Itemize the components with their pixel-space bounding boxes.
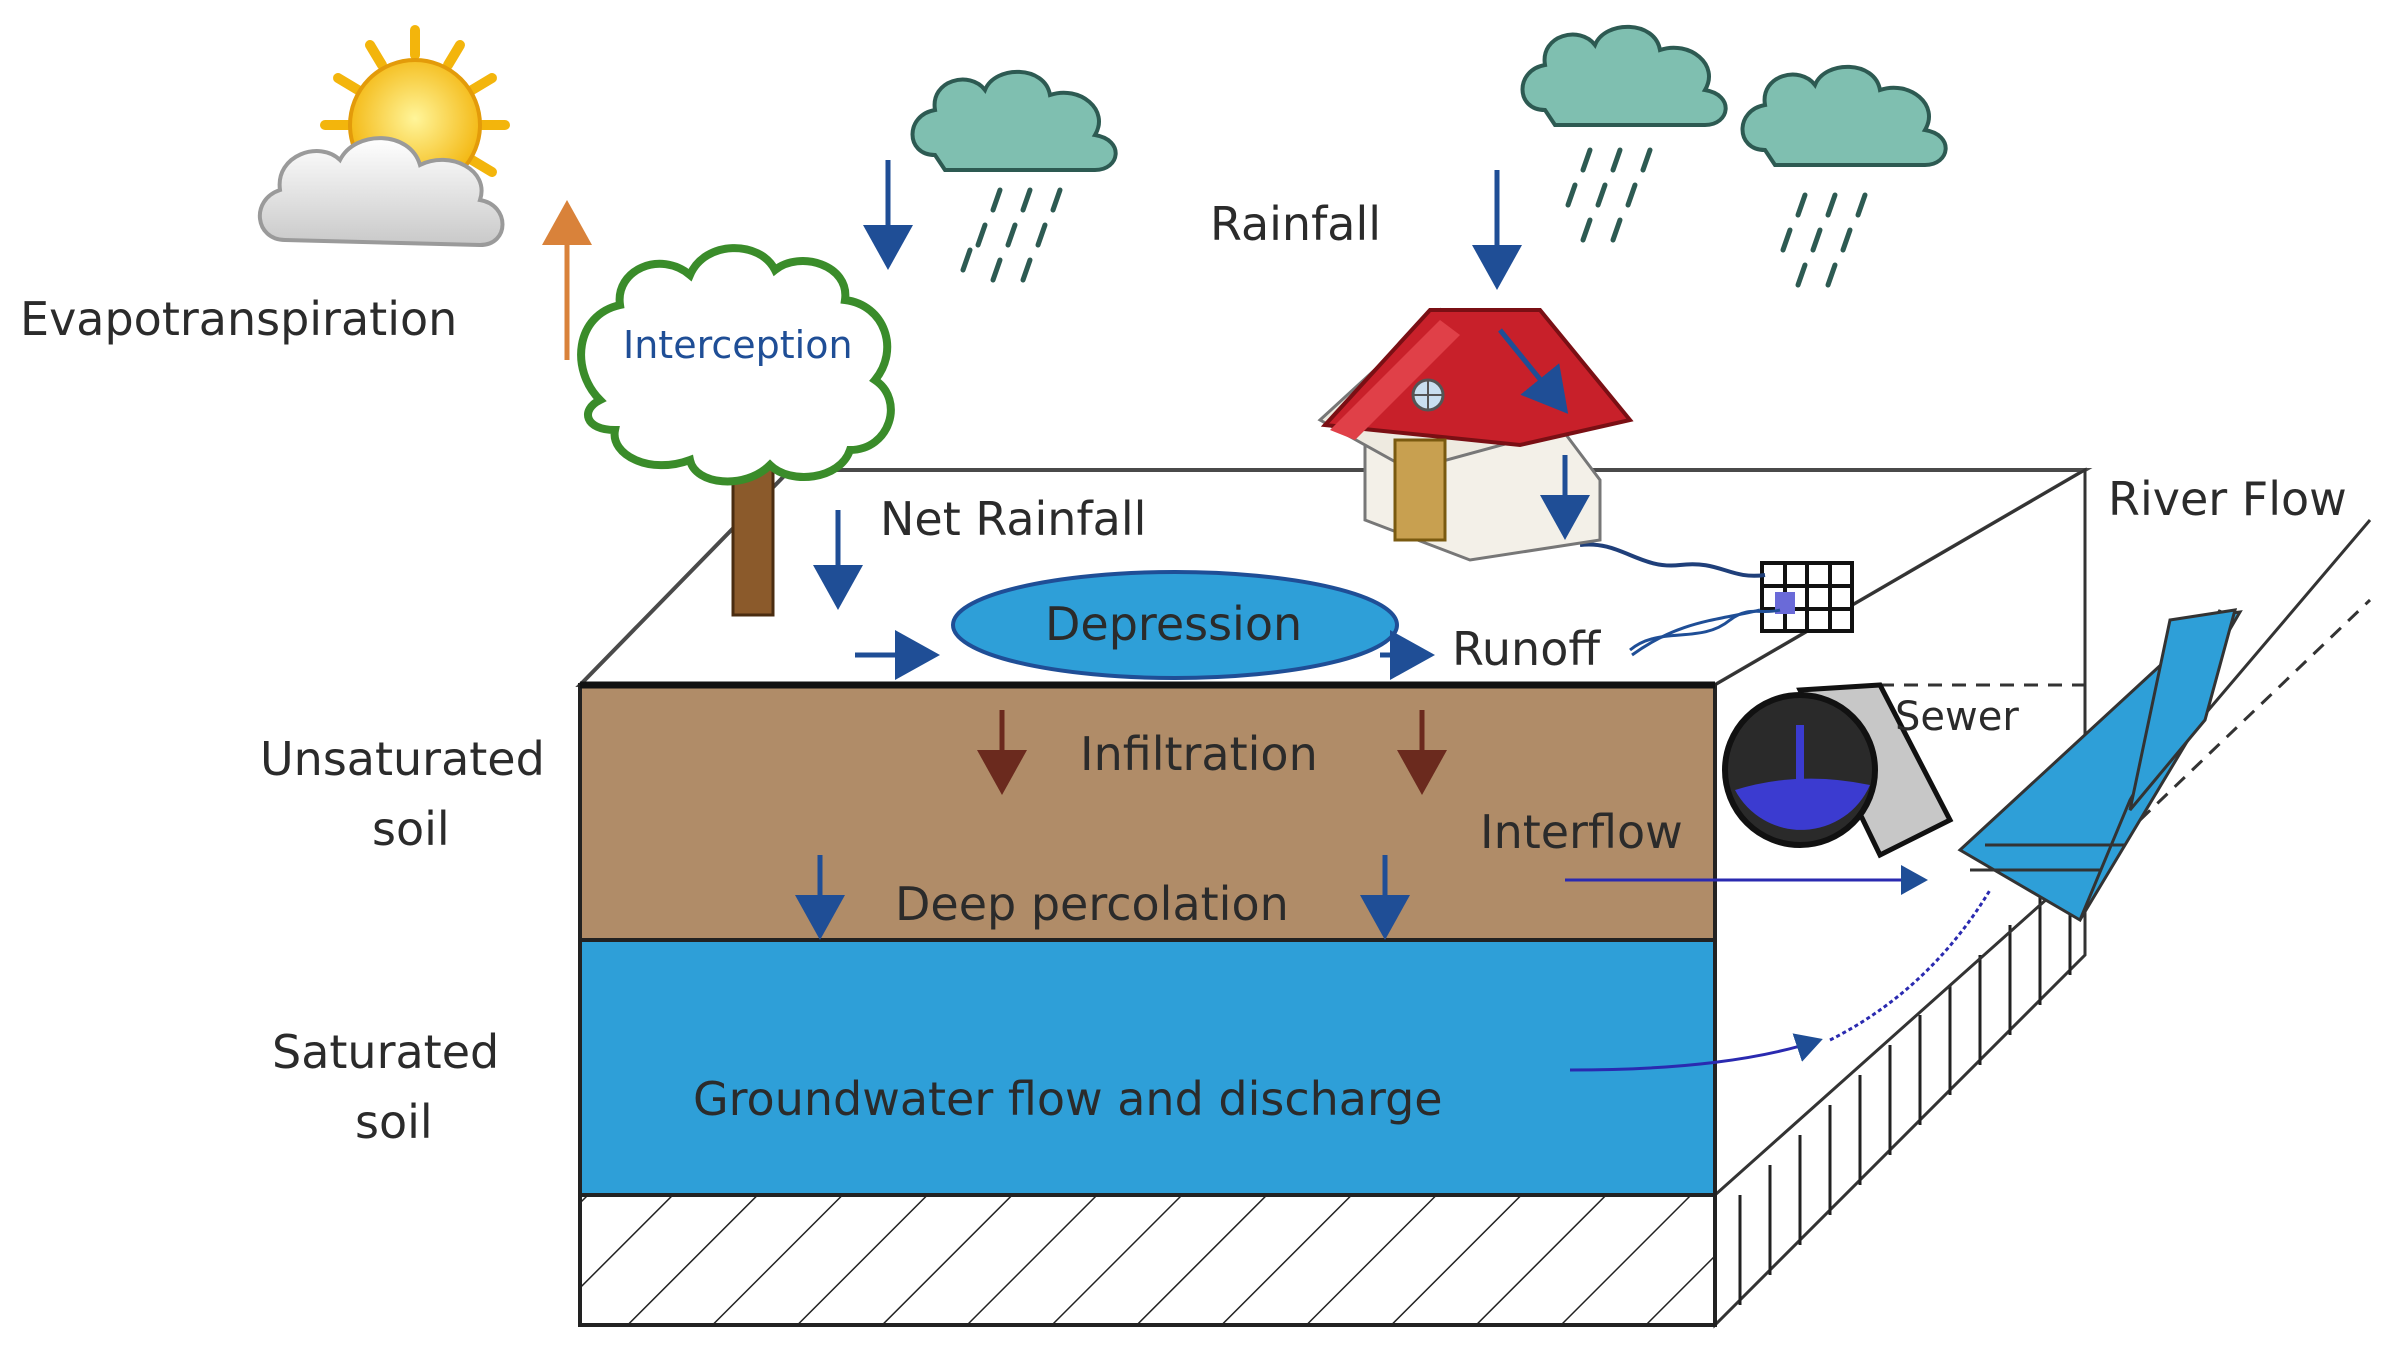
groundwater-label: Groundwater flow and discharge bbox=[693, 1072, 1443, 1126]
saturated-soil-layer bbox=[578, 938, 1717, 1197]
groundwater-discharge-arrow bbox=[1569, 1033, 1823, 1072]
right-face-hatch bbox=[1738, 865, 2072, 1305]
unsaturated-soil-label-2: soil bbox=[372, 802, 450, 856]
evapotranspiration-label: Evapotranspiration bbox=[20, 292, 457, 346]
rain-cloud-icon-2 bbox=[1520, 24, 1728, 243]
depression-pond bbox=[951, 570, 1399, 680]
drain-grate-icon bbox=[1760, 561, 1854, 633]
saturated-soil-label: Saturated bbox=[272, 1025, 499, 1079]
river-guide-lines bbox=[1880, 470, 2372, 822]
rainfall-label: Rainfall bbox=[1210, 197, 1381, 251]
river-channel-icon bbox=[1957, 608, 2243, 923]
infiltration-label: Infiltration bbox=[1080, 727, 1318, 781]
runoff-wavy-line bbox=[1579, 542, 1766, 578]
rain-cloud-icon-3 bbox=[1740, 64, 1948, 288]
sewer-pipe-icon bbox=[1722, 682, 1954, 859]
runoff-wavy-line-2 bbox=[1629, 608, 1781, 652]
bedrock-layer bbox=[578, 1193, 1717, 1327]
cloud-icon bbox=[257, 136, 505, 248]
saturated-soil-label-2: soil bbox=[355, 1095, 433, 1149]
depression-label: Depression bbox=[1045, 597, 1302, 651]
interflow-label: Interflow bbox=[1480, 805, 1683, 859]
tree-icon bbox=[577, 244, 895, 617]
roof-runoff-arrow bbox=[1498, 328, 1569, 414]
sewer-label: Sewer bbox=[1895, 694, 2019, 740]
runoff-to-grate-arrow bbox=[1631, 608, 1761, 657]
river-flow-label: River Flow bbox=[2108, 472, 2347, 526]
groundwater-to-river-curve bbox=[1829, 889, 1992, 1042]
net-rainfall-label: Net Rainfall bbox=[880, 492, 1146, 546]
runoff-label: Runoff bbox=[1452, 622, 1601, 676]
unsaturated-soil-layer bbox=[578, 683, 1717, 942]
unsaturated-soil-label: Unsaturated bbox=[260, 732, 545, 786]
deep-percolation-label: Deep percolation bbox=[895, 877, 1289, 931]
interception-label: Interception bbox=[623, 323, 853, 367]
rain-cloud-icon bbox=[910, 69, 1118, 283]
